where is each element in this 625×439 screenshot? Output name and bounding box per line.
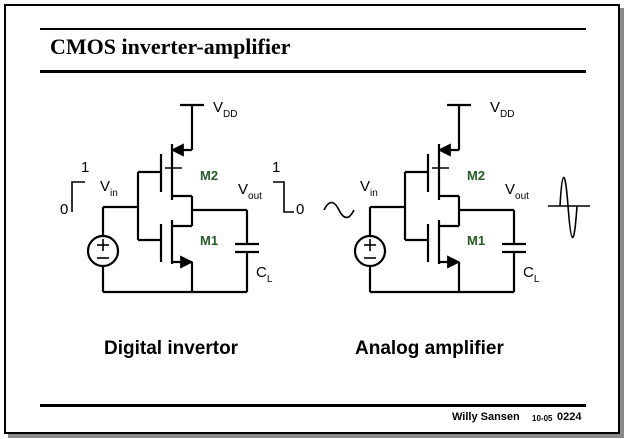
vdd-label: VDD [213,99,237,120]
input-low-level: 0 [60,201,68,218]
vout-label: Vout [505,181,529,202]
cl-label: CL [523,264,540,285]
pmos-transistor [159,143,194,210]
voltage-source [353,234,387,268]
pmos-label: M2 [467,168,485,183]
input-high-level: 1 [81,159,89,176]
caption-digital: Digital invertor [104,338,239,359]
input-sine-waveform [323,201,355,219]
output-step-waveform [273,181,294,213]
output-sine-waveform [548,176,590,239]
right-circuit: VDD M2 M1 [323,99,590,294]
nmos-transistor [426,220,461,292]
cl-label: CL [256,264,273,285]
pmos-label: M2 [200,168,218,183]
left-circuit: VDD M2 M1 [60,99,304,294]
footer-rule [40,404,586,407]
top-rule [40,28,586,30]
nmos-label: M1 [467,233,485,248]
nmos-label: M1 [200,233,218,248]
slide-frame [4,4,620,434]
vin-label: Vin [100,178,118,199]
output-high-level: 1 [272,159,280,176]
footer-page-number: 0224 [557,411,582,423]
input-step-waveform [71,181,85,212]
footer-date: 10-05 [532,414,553,423]
vdd-label: VDD [490,99,514,120]
nmos-transistor [159,220,194,292]
footer-author: Willy Sansen [452,411,520,423]
vin-label: Vin [360,178,378,199]
load-capacitor [235,210,259,292]
output-low-level: 0 [296,201,304,218]
load-capacitor [502,210,526,292]
vout-label: Vout [238,181,262,202]
slide-title: CMOS inverter-amplifier [50,34,291,59]
voltage-source [86,234,120,268]
pmos-transistor [426,143,461,210]
caption-analog: Analog amplifier [355,338,504,359]
title-rule [40,70,586,73]
